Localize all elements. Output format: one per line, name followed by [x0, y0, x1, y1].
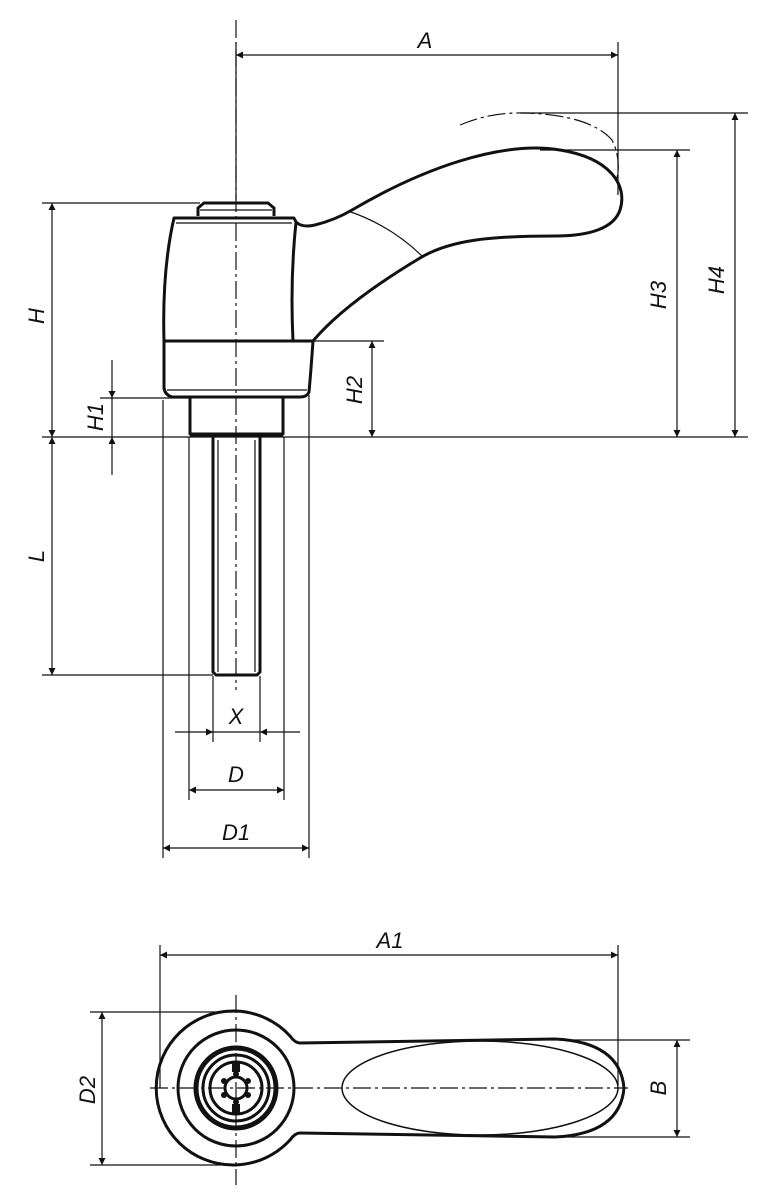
hub-circle	[176, 1028, 296, 1148]
dimension-labels: A H4 H3 H H1 H2 L X D D1 A1 D2 B	[24, 28, 729, 1104]
label-A: A	[416, 28, 433, 53]
grip-oval	[341, 1040, 619, 1136]
threaded-bushing	[188, 397, 285, 436]
top-view	[150, 995, 628, 1185]
lever-outline-top	[154, 1009, 626, 1167]
extension-lines	[42, 42, 748, 858]
label-D1: D1	[222, 820, 250, 845]
dimension-lines	[48, 51, 739, 852]
cap-ring	[193, 1045, 279, 1131]
knob-cap	[196, 201, 276, 216]
label-H4: H4	[704, 266, 729, 294]
label-H1: H1	[83, 403, 108, 431]
side-view	[162, 20, 624, 690]
knob-skirt	[162, 339, 315, 399]
label-H3: H3	[646, 280, 671, 309]
knob-body	[162, 216, 298, 343]
top-view-dimensions	[90, 945, 690, 1166]
lobe-pattern	[221, 1062, 251, 1114]
threaded-stud	[211, 437, 262, 677]
lever-arm	[294, 146, 624, 342]
lever-transition-line	[347, 210, 423, 257]
label-D2: D2	[75, 1076, 100, 1104]
label-X: X	[228, 704, 245, 729]
label-D: D	[228, 762, 244, 787]
label-B: B	[646, 1081, 671, 1096]
label-H2: H2	[342, 376, 367, 404]
label-A1: A1	[375, 928, 404, 953]
label-H: H	[24, 308, 49, 324]
label-L: L	[24, 550, 49, 562]
